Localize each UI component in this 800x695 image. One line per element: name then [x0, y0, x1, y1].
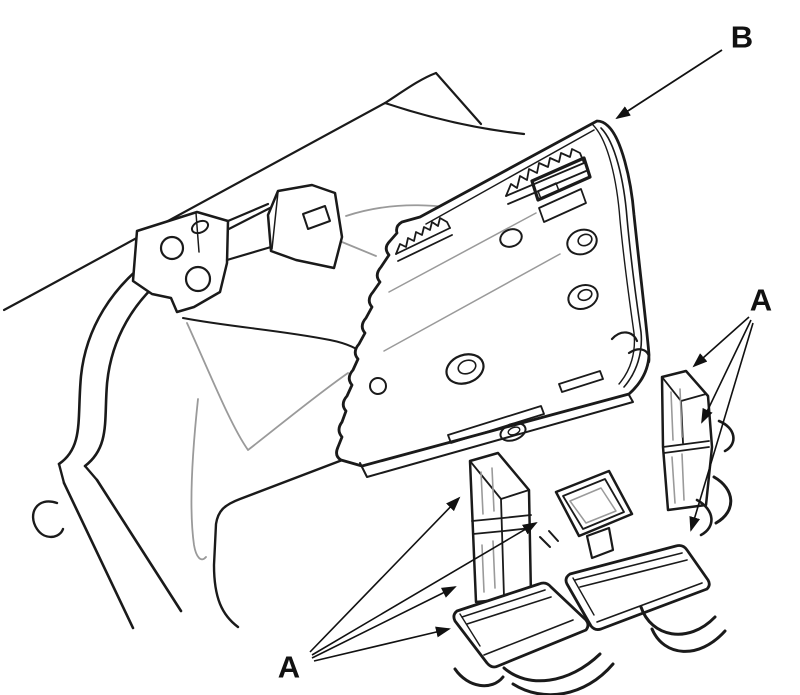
connector-flat-right — [564, 544, 711, 631]
wire-leads — [453, 331, 735, 695]
callout-arrow-b — [615, 49, 723, 120]
callout-arrows-a-right — [689, 316, 754, 532]
pillar-and-console-curves — [31, 256, 347, 630]
mounting-bracket — [131, 183, 344, 314]
control-unit-b — [335, 119, 651, 478]
label-a-bottom: A — [278, 650, 300, 685]
connector-stack-right — [660, 369, 714, 512]
connector-small-square — [554, 469, 634, 560]
connector-tall — [468, 451, 533, 604]
connector-flat-left — [452, 581, 590, 669]
label-b: B — [731, 20, 753, 55]
label-a-right: A — [750, 283, 772, 318]
callout-arrows-a-bottom — [309, 496, 538, 662]
